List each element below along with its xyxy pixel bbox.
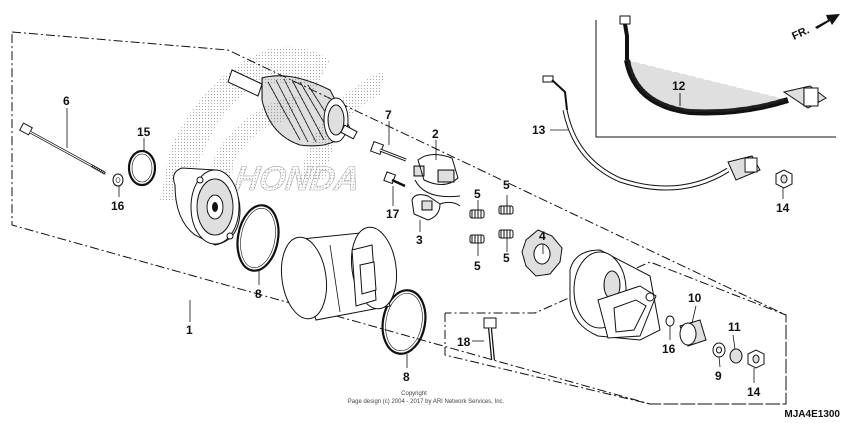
callout-4: 4 — [539, 229, 546, 243]
part-8-o-ring-front — [236, 204, 280, 272]
callout-17: 17 — [386, 207, 400, 221]
diagram-code: MJA4E1300 — [784, 409, 840, 420]
part-rear-cover — [569, 249, 661, 341]
part-10-insulator — [679, 319, 707, 347]
callout-8b: 8 — [403, 370, 410, 384]
callout-14a: 14 — [776, 201, 790, 215]
honda-wordmark: HONDA — [232, 160, 362, 198]
part-front-cover — [173, 167, 241, 246]
part-6-through-bolt — [19, 122, 107, 176]
part-8-o-ring-rear — [381, 289, 427, 355]
part-17-screw — [383, 171, 406, 188]
front-arrow-icon — [815, 14, 840, 29]
callout-8a: 8 — [255, 287, 262, 301]
part-14-nut-lower — [747, 349, 765, 369]
callout-11: 11 — [728, 320, 741, 334]
leader-lines — [66, 93, 784, 383]
starter-motor-assembly-boundary — [11, 31, 787, 405]
callout-10: 10 — [688, 291, 702, 305]
part-14-nut-upper — [775, 169, 793, 189]
front-direction-indicator: FR. — [790, 14, 840, 43]
callout-18: 18 — [457, 335, 471, 349]
part-15-o-ring — [127, 149, 157, 187]
callout-16a: 16 — [111, 199, 125, 213]
callout-14b: 14 — [747, 385, 761, 399]
part-4-brush-carrier — [521, 229, 563, 277]
part-18-bolt — [483, 317, 497, 361]
copyright-line-1: Copyright — [401, 391, 427, 397]
part-5-springs — [469, 205, 514, 244]
callout-12: 12 — [672, 79, 686, 93]
callout-1: 1 — [186, 323, 193, 337]
callout-5c: 5 — [474, 259, 481, 273]
callout-5d: 5 — [503, 251, 510, 265]
callout-3: 3 — [416, 233, 423, 247]
front-label: FR. — [790, 24, 811, 42]
callout-16b: 16 — [662, 342, 676, 356]
part-16-washer-right — [665, 315, 675, 327]
callout-7: 7 — [385, 108, 392, 122]
callout-9: 9 — [715, 369, 722, 383]
part-7-screw — [369, 140, 407, 162]
callout-13: 13 — [532, 123, 546, 137]
part-yoke-housing — [280, 226, 398, 321]
callout-15: 15 — [137, 125, 151, 139]
brush-holder-subassembly-boundary — [444, 261, 787, 405]
copyright-line-2: Page design (c) 2004 - 2017 by ARI Netwo… — [348, 399, 505, 405]
part-3-brush-holder — [411, 194, 461, 221]
part-12-ground-cable — [619, 15, 827, 116]
callout-2: 2 — [432, 127, 439, 141]
part-11-washer — [729, 348, 743, 364]
callout-6: 6 — [63, 94, 70, 108]
callout-5b: 5 — [503, 178, 510, 192]
cable-frame — [595, 20, 836, 138]
part-armature — [227, 69, 358, 147]
callouts: 1 2 3 4 5 5 5 5 6 7 8 8 9 10 11 12 13 14… — [63, 79, 790, 399]
callout-5a: 5 — [474, 187, 481, 201]
part-2-brush-terminal — [413, 154, 461, 198]
part-13-starter-cable — [542, 75, 761, 191]
